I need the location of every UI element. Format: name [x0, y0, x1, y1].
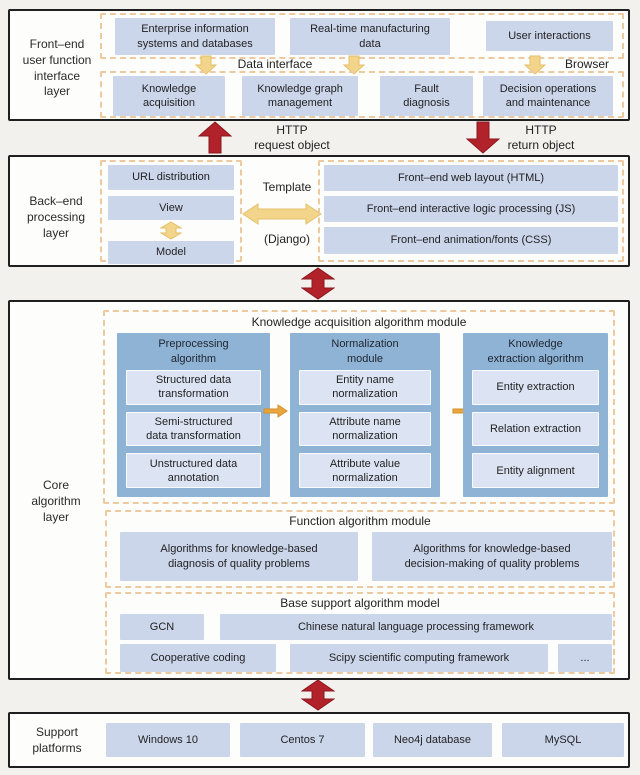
box-entity-name-normalization: Entity name normalization	[299, 370, 431, 405]
box-entity-alignment: Entity alignment	[472, 453, 599, 489]
box-knowledge-graph-management: Knowledge graph management	[242, 76, 358, 116]
box-diagnosis-algorithms: Algorithms for knowledge-based diagnosis…	[120, 532, 358, 581]
core-layer: Core algorithm layer Knowledge acquisiti…	[8, 300, 630, 680]
http-request-up-arrow-icon	[198, 121, 232, 154]
box-cooperative-coding: Cooperative coding	[120, 644, 276, 672]
base-module-group	[105, 592, 615, 674]
box-decision-operations: Decision operations and maintenance	[483, 76, 613, 116]
backend-layer: Back–end processing layer URL distributi…	[8, 155, 630, 267]
function-module-group	[105, 510, 615, 588]
box-neo4j: Neo4j database	[373, 723, 492, 757]
box-windows10: Windows 10	[106, 723, 230, 757]
frontend-sources-group	[100, 13, 624, 59]
backend-layer-label: Back–end processing layer	[26, 194, 86, 240]
template-label: Template	[262, 180, 312, 194]
http-return-down-arrow-icon	[466, 121, 500, 154]
backend-core-double-arrow-icon	[301, 267, 335, 300]
box-enterprise-systems: Enterprise information systems and datab…	[115, 18, 275, 55]
knowledge-extraction-column: Knowledge extraction algorithm Entity ex…	[463, 333, 608, 497]
box-gcn: GCN	[120, 614, 204, 640]
box-decision-algorithms: Algorithms for knowledge-based decision-…	[372, 532, 612, 581]
down-arrow-icon	[195, 55, 217, 75]
box-interactive-logic-js: Front–end interactive logic processing (…	[324, 196, 618, 222]
knowledge-module-group	[103, 310, 615, 504]
core-support-double-arrow-icon	[301, 679, 335, 711]
box-chinese-nlp-framework: Chinese natural language processing fram…	[220, 614, 612, 640]
django-label: (Django)	[263, 232, 311, 246]
box-attribute-name-normalization: Attribute name normalization	[299, 411, 431, 447]
box-url-distribution: URL distribution	[108, 165, 234, 190]
data-interface-label: Data interface	[237, 57, 313, 71]
preprocessing-column: Preprocessing algorithm Structured data …	[117, 333, 270, 497]
vertical-double-arrow-icon	[160, 221, 182, 240]
normalization-column-header: Normalization module	[331, 338, 399, 365]
core-layer-label: Core algorithm layer	[31, 478, 81, 524]
box-knowledge-acquisition: Knowledge acquisition	[113, 76, 225, 116]
preprocessing-column-header: Preprocessing algorithm	[158, 338, 229, 365]
http-request-label: HTTP request object	[254, 123, 330, 152]
knowledge-module-title: Knowledge acquisition algorithm module	[251, 315, 467, 329]
box-model: Model	[108, 241, 234, 264]
knowledge-extraction-column-header: Knowledge extraction algorithm	[487, 338, 584, 365]
box-view: View	[108, 196, 234, 220]
box-animation-fonts-css: Front–end animation/fonts (CSS)	[324, 227, 618, 254]
box-unstructured-annotation: Unstructured data annotation	[126, 453, 261, 489]
box-user-interactions: User interactions	[486, 21, 613, 51]
horizontal-double-arrow-icon	[242, 203, 322, 225]
box-ellipsis: ...	[558, 644, 612, 672]
box-relation-extraction: Relation extraction	[472, 411, 599, 447]
down-arrow-icon	[343, 55, 365, 75]
box-fault-diagnosis: Fault diagnosis	[380, 76, 473, 116]
down-arrow-icon	[524, 55, 546, 75]
function-module-title: Function algorithm module	[289, 514, 431, 528]
support-layer-label: Support platforms	[32, 725, 82, 755]
box-web-layout-html: Front–end web layout (HTML)	[324, 165, 618, 191]
http-return-label: HTTP return object	[507, 123, 575, 152]
frontend-layer-label: Front–end user function interface layer	[22, 37, 92, 99]
box-scipy-framework: Scipy scientific computing framework	[290, 644, 548, 672]
box-centos7: Centos 7	[240, 723, 365, 757]
browser-label: Browser	[564, 57, 609, 71]
normalization-column: Normalization module Entity name normali…	[290, 333, 440, 497]
support-layer: Support platforms Windows 10 Centos 7 Ne…	[8, 712, 630, 768]
box-attribute-value-normalization: Attribute value normalization	[299, 453, 431, 489]
box-realtime-data: Real-time manufacturing data	[290, 18, 450, 55]
frontend-outputs-group	[318, 160, 624, 262]
box-semistructured-transformation: Semi-structured data transformation	[126, 411, 261, 447]
box-entity-extraction: Entity extraction	[472, 370, 599, 405]
frontend-functions-group	[100, 71, 624, 118]
box-mysql: MySQL	[502, 723, 624, 757]
frontend-layer: Front–end user function interface layer …	[8, 9, 630, 121]
base-module-title: Base support algorithm model	[280, 596, 440, 610]
right-arrow-icon	[263, 404, 288, 418]
box-structured-transformation: Structured data transformation	[126, 370, 261, 405]
